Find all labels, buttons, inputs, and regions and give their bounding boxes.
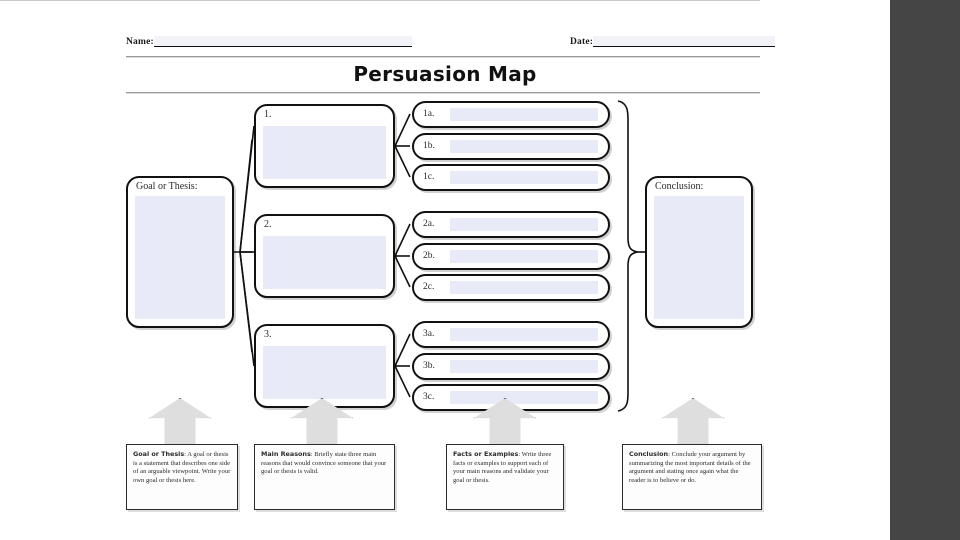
header-divider-bottom <box>126 92 760 94</box>
fact-caption-3c: 3c. <box>423 392 435 402</box>
main-reason-box-1[interactable]: 1. <box>254 104 395 188</box>
fact-box-1a[interactable]: 1a. <box>412 101 610 128</box>
fact-input-3b[interactable] <box>450 360 598 373</box>
goal-or-thesis-input[interactable] <box>135 196 225 319</box>
fact-input-2c[interactable] <box>450 281 598 294</box>
worksheet-slide: Name: Date: Persuasion Map <box>0 0 776 510</box>
fact-caption-2c: 2c. <box>423 282 435 292</box>
legend-facts-or-examples: Facts or Examples: Write three facts or … <box>446 444 564 510</box>
legend-facts-title: Facts or Examples <box>453 450 519 458</box>
main-reason-box-3[interactable]: 3. <box>254 324 395 408</box>
legend-goal-or-thesis: Goal or Thesis: A goal or thesis is a st… <box>126 444 238 510</box>
date-field-row: Date: <box>570 36 776 47</box>
fact-input-2b[interactable] <box>450 250 598 263</box>
goal-or-thesis-box[interactable]: Goal or Thesis: <box>126 176 234 328</box>
fact-input-1c[interactable] <box>450 171 598 184</box>
fact-caption-2a: 2a. <box>423 219 435 229</box>
page-title: Persuasion Map <box>353 62 537 86</box>
fact-caption-3b: 3b. <box>423 361 435 371</box>
fact-input-1a[interactable] <box>450 108 598 121</box>
main-reason-input-3[interactable] <box>263 346 386 399</box>
legend-reasons-title: Main Reasons <box>261 450 311 458</box>
fact-caption-3a: 3a. <box>423 329 435 339</box>
name-field-row: Name: <box>126 36 412 47</box>
main-reason-caption-1: 1. <box>264 109 272 120</box>
fact-box-2c[interactable]: 2c. <box>412 274 610 301</box>
fact-box-3a[interactable]: 3a. <box>412 321 610 348</box>
main-reason-input-2[interactable] <box>263 236 386 289</box>
conclusion-box[interactable]: Conclusion: <box>645 176 753 328</box>
legend-conclusion-title: Conclusion <box>629 450 669 458</box>
legend-goal-title: Goal or Thesis <box>133 450 185 458</box>
goal-or-thesis-caption: Goal or Thesis: <box>136 181 198 192</box>
conclusion-caption: Conclusion: <box>655 181 704 192</box>
fact-input-3c[interactable] <box>450 391 598 404</box>
main-reason-box-2[interactable]: 2. <box>254 214 395 298</box>
main-reason-input-1[interactable] <box>263 126 386 179</box>
fact-box-2a[interactable]: 2a. <box>412 211 610 238</box>
legend-conclusion-text: : Conclude your argument by summarizing … <box>629 451 751 485</box>
fact-input-1b[interactable] <box>450 140 598 153</box>
legend-goal-text: : A goal or thesis is a statement that d… <box>133 451 231 485</box>
name-input[interactable] <box>153 36 412 47</box>
fact-caption-1a: 1a. <box>423 109 435 119</box>
date-label: Date: <box>570 37 594 47</box>
fact-input-2a[interactable] <box>450 218 598 231</box>
legend-facts-text: : Write three facts or examples to suppo… <box>453 451 552 485</box>
fact-input-3a[interactable] <box>450 328 598 341</box>
fact-caption-1b: 1b. <box>423 141 435 151</box>
legend-reasons-text: : Briefly state three main reasons that … <box>261 451 387 476</box>
up-arrow-icon-goal <box>149 398 211 446</box>
fact-caption-1c: 1c. <box>423 172 435 182</box>
fact-box-1c[interactable]: 1c. <box>412 164 610 191</box>
viewer-side-band <box>890 0 960 540</box>
name-label: Name: <box>126 37 154 47</box>
fact-box-2b[interactable]: 2b. <box>412 243 610 270</box>
footer-divider <box>0 0 760 1</box>
up-arrow-icon-conclusion <box>662 398 724 446</box>
header-divider-top <box>126 56 760 58</box>
legend-conclusion: Conclusion: Conclude your argument by su… <box>622 444 762 510</box>
date-input[interactable] <box>593 36 776 47</box>
main-reason-caption-2: 2. <box>264 219 272 230</box>
legend-main-reasons: Main Reasons: Briefly state three main r… <box>254 444 395 510</box>
fact-box-1b[interactable]: 1b. <box>412 133 610 160</box>
main-reason-caption-3: 3. <box>264 329 272 340</box>
conclusion-input[interactable] <box>654 196 744 319</box>
fact-caption-2b: 2b. <box>423 251 435 261</box>
fact-box-3b[interactable]: 3b. <box>412 353 610 380</box>
